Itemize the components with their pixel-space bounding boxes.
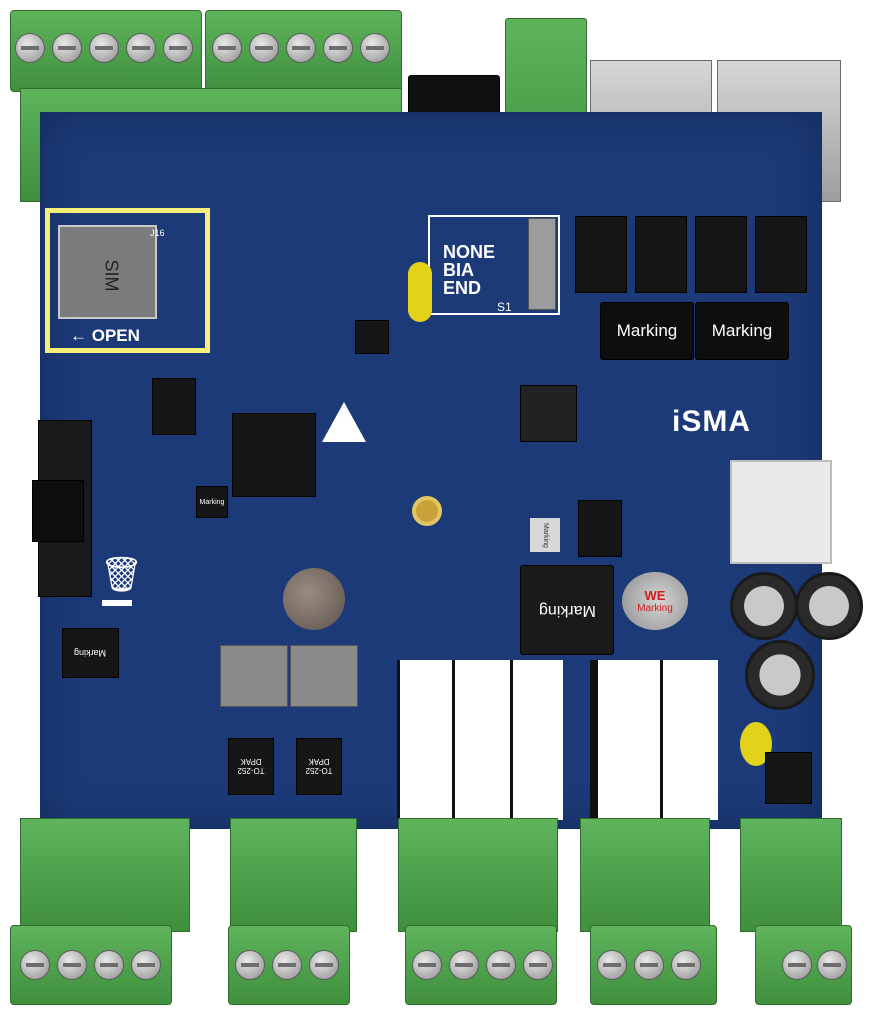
brand-logo: iSMA	[672, 405, 751, 438]
screw-icon	[286, 33, 316, 63]
dpak-pkg-label: TO-252	[237, 766, 265, 776]
transformer-chip-4	[755, 216, 807, 293]
switch-label-bia: BIA	[443, 260, 474, 280]
regulator-grey-2	[290, 645, 358, 707]
screw-icon	[634, 950, 664, 980]
inductor-small-left: Marking	[62, 628, 119, 678]
screw-icon	[131, 950, 161, 980]
marking-chip-1: Marking	[600, 302, 694, 360]
screw-icon	[817, 950, 847, 980]
switch-label-none: NONE	[443, 242, 496, 262]
screw-icon	[523, 950, 553, 980]
relay-5	[660, 660, 718, 820]
screw-icon	[89, 33, 119, 63]
screw-icon	[15, 33, 45, 63]
screw-icon	[235, 950, 265, 980]
yellow-capacitor-top	[408, 262, 432, 322]
electrolytic-cap-2	[795, 572, 863, 640]
jumper-black	[32, 480, 84, 542]
screw-icon	[20, 950, 50, 980]
screw-icon	[323, 33, 353, 63]
screw-icon	[94, 950, 124, 980]
screw-icon	[163, 33, 193, 63]
weee-bar	[102, 600, 132, 606]
regulator-grey-1	[220, 645, 288, 707]
relay-2	[452, 660, 510, 820]
sd-card-text: SIM	[101, 259, 122, 292]
switch-outline	[428, 215, 560, 315]
power-inductor: Marking	[520, 565, 614, 655]
screw-icon	[212, 33, 242, 63]
usb-port	[730, 460, 832, 564]
sd-ref-label: J16	[150, 228, 165, 238]
we-capacitor: WE Marking	[622, 572, 688, 630]
marking-chip-2: Marking	[695, 302, 789, 360]
relay-1	[397, 660, 452, 820]
dip-switch	[528, 218, 556, 310]
screw-icon	[360, 33, 390, 63]
screw-icon	[272, 950, 302, 980]
we-brand: WE	[644, 588, 666, 603]
transformer-chip-1	[575, 216, 627, 293]
screw-icon	[597, 950, 627, 980]
screw-icon	[57, 950, 87, 980]
electrolytic-cap-3	[745, 640, 815, 710]
weee-bin-icon: 🗑	[100, 556, 144, 594]
bottom-terminal-block-5	[740, 818, 842, 932]
ic-square-right	[578, 500, 622, 557]
switch-label-end: END	[443, 278, 482, 298]
screw-icon	[249, 33, 279, 63]
small-marked-cap: Marking	[530, 518, 560, 552]
bottom-terminal-block-1	[20, 818, 190, 932]
screw-icon	[309, 950, 339, 980]
bottom-terminal-block-2	[230, 818, 357, 932]
we-marking: Marking	[637, 603, 673, 614]
small-marking-text-2: Marking	[541, 522, 549, 548]
switch-ref: S1	[497, 300, 512, 314]
inductor-marking: Marking	[538, 602, 596, 619]
transformer-chip-2	[635, 216, 687, 293]
screw-icon	[671, 950, 701, 980]
black-component-bottom-right	[765, 752, 812, 804]
bottom-terminal-block-3	[398, 818, 558, 932]
screw-icon	[126, 33, 156, 63]
relay-4	[590, 660, 663, 820]
sd-card-slot-highlight	[45, 208, 210, 353]
small-marked-chip: Marking	[196, 486, 228, 518]
screw-icon	[449, 950, 479, 980]
screw-icon	[782, 950, 812, 980]
dpak-name-label: DPAK	[308, 757, 330, 767]
microcontroller-qfp	[520, 385, 577, 442]
sd-open-label: ← OPEN	[70, 326, 140, 345]
sd-card-slot	[58, 225, 157, 319]
ic-square-small	[152, 378, 196, 435]
dpak-2: TO-252 DPAK	[296, 738, 342, 795]
small-marking-text: Marking	[199, 498, 225, 506]
dpak-1: TO-252 DPAK	[228, 738, 274, 795]
screw-icon	[52, 33, 82, 63]
small-marking-text-3: Marking	[74, 648, 107, 658]
gold-test-pad	[412, 496, 442, 526]
screw-icon	[412, 950, 442, 980]
transformer-chip-3	[695, 216, 747, 293]
screw-icon	[486, 950, 516, 980]
ic-square-large	[232, 413, 316, 497]
round-component	[283, 568, 345, 630]
dpak-pkg-label: TO-252	[305, 766, 333, 776]
dpak-name-label: DPAK	[240, 757, 262, 767]
ic-near-switch	[355, 320, 389, 354]
bottom-terminal-block-4	[580, 818, 710, 932]
esd-warning-icon	[322, 402, 366, 442]
relay-3	[510, 660, 563, 820]
electrolytic-cap-1	[730, 572, 798, 640]
